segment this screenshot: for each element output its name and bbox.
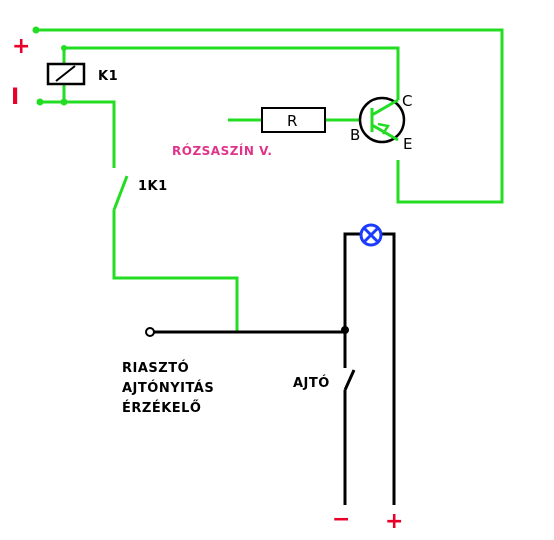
junction-coil-top [61,45,67,51]
label-alarm-line3: ÉRZÉKELŐ [122,400,202,416]
label-pink-note: RÓZSASZÍN V. [172,143,272,158]
wire-door-upper [343,232,360,368]
door-switch-blade [343,369,356,391]
wire-contact-lower [112,210,239,332]
label-door-switch: AJTÓ [293,375,330,391]
wire-coil-collector [62,46,400,100]
transistor-body [358,96,406,144]
resistor [261,107,326,133]
alarm-input-terminal [145,327,155,337]
label-minus-bottom: − [332,507,350,532]
label-plus-bottom: + [385,509,403,534]
junction-coil [60,98,68,106]
label-collector: C [402,92,412,110]
label-base: B [350,126,360,144]
wire-plus-rail [36,28,504,204]
terminal-minus-top [36,98,44,106]
label-relay: K1 [98,69,118,84]
label-plus-top: + [12,34,30,59]
transistor-emitter-arrow [377,122,391,135]
label-relay-contact: 1K1 [138,179,168,194]
label-resistor: R [287,112,297,130]
lamp [359,223,383,247]
wire-lamp-return [382,232,396,505]
green-dots [32,26,68,106]
relay-contact-blade [112,175,129,211]
label-alarm-line2: AJTÓNYITÁS [122,380,214,396]
label-minus-top: I [11,85,19,110]
black-wires [152,232,396,505]
junction-door [341,326,349,334]
label-emitter: E [403,135,412,153]
relay-coil-slash [55,65,76,82]
wire-minus-rail [40,100,116,168]
transistor-collector-lead [371,98,399,117]
label-alarm-line1: RIASZTÓ [122,360,189,376]
transistor [358,96,406,144]
lamp-cross-b [362,226,380,244]
terminal-plus-top [32,26,40,34]
